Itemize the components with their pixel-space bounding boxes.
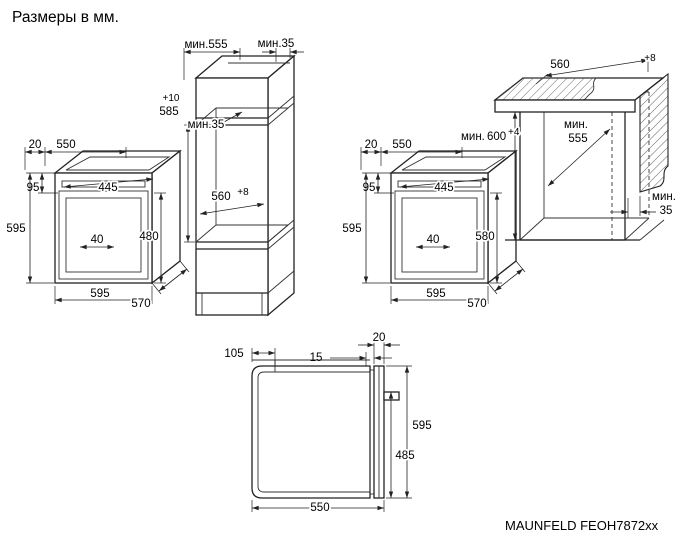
dim-column-width-tol: +8 xyxy=(237,187,249,198)
page-title: Размеры в мм. xyxy=(12,9,119,26)
dim-section-inner-height: 485 xyxy=(395,450,414,462)
dim-column-niche-height: 585 xyxy=(159,106,178,118)
dim-worktop-depth: 555 xyxy=(568,133,587,145)
oven-outline xyxy=(25,147,189,304)
worktop-installation-drawing: 560 +8 мин. 600 +4 мин. 555 мин. 35 xyxy=(459,51,678,241)
oven-front-right-drawing: 20 550 95 595 445 40 580 595 570 xyxy=(342,139,525,312)
dim-inner-width: 445 xyxy=(98,182,117,194)
dim-top-width: 550 xyxy=(56,139,75,151)
dim-column-rear-gap: мин.35 xyxy=(188,119,225,131)
dim-inner-width: 445 xyxy=(434,182,453,194)
dim-door-offset: 40 xyxy=(91,234,104,246)
dim-niche-height: 580 xyxy=(475,231,494,243)
dim-worktop-height-tol: +4 xyxy=(508,127,520,138)
dim-column-min-depth: мин.555 xyxy=(184,39,227,51)
oven-front-left-drawing: 20 550 95 595 445 40 480 595 570 xyxy=(6,139,189,312)
dim-height: 595 xyxy=(6,223,25,235)
dim-upper-height: 95 xyxy=(363,182,376,194)
worktop-outline xyxy=(493,72,669,241)
dim-depth: 570 xyxy=(467,298,486,310)
dim-section-vent-depth: 105 xyxy=(224,348,243,360)
dim-niche-height: 480 xyxy=(139,231,158,243)
column-outline xyxy=(194,54,296,317)
dim-worktop-gap: 35 xyxy=(660,205,673,217)
oven-outline xyxy=(361,147,525,304)
dim-section-depth: 550 xyxy=(310,502,329,514)
dim-worktop-height: 600 xyxy=(487,131,506,143)
dim-worktop-gap-min-label: мин. xyxy=(652,191,676,203)
dim-top-width: 550 xyxy=(392,139,411,151)
dim-worktop-min-label: мин. xyxy=(461,131,485,143)
section-outline xyxy=(251,359,400,499)
dim-height: 595 xyxy=(342,223,361,235)
column-cabinet-drawing: мин.555 мин.35 +10 585 мин.35 560 +8 xyxy=(159,38,304,317)
side-section-drawing: 105 15 20 595 485 550 xyxy=(224,330,433,516)
dim-upper-height: 95 xyxy=(27,182,40,194)
dim-section-front-gap: 15 xyxy=(310,352,323,364)
dim-width: 595 xyxy=(426,288,445,300)
dim-width: 595 xyxy=(90,288,109,300)
model-label: MAUNFELD FEOH7872xx xyxy=(505,518,659,533)
dim-top-gap: 20 xyxy=(29,139,42,151)
dim-column-niche-width: 560 xyxy=(211,191,230,203)
dim-worktop-depth-min-label: мин. xyxy=(564,119,588,131)
dim-column-height-tol: +10 xyxy=(163,93,180,104)
dim-worktop-width-tol: +8 xyxy=(644,53,656,64)
dim-depth: 570 xyxy=(131,298,150,310)
dim-worktop-width: 560 xyxy=(550,59,569,71)
dim-top-gap: 20 xyxy=(365,139,378,151)
dim-section-height: 595 xyxy=(412,420,431,432)
dim-section-door-thickness: 20 xyxy=(373,332,386,344)
dim-door-offset: 40 xyxy=(427,234,440,246)
dim-column-top-gap: мин.35 xyxy=(258,38,295,50)
